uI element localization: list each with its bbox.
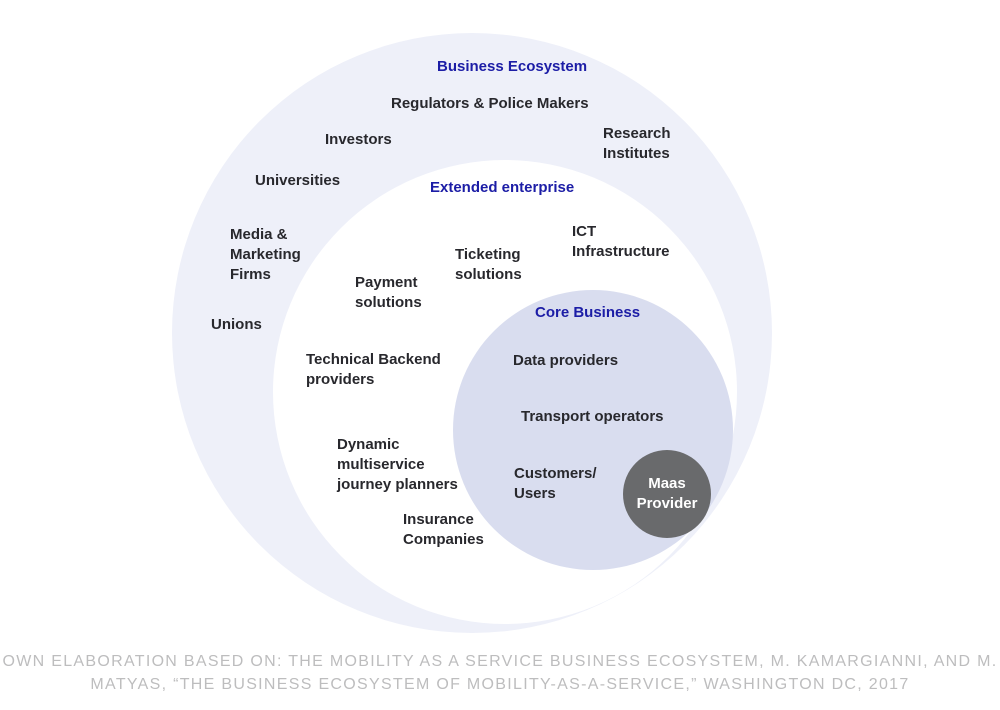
label-regulators-police-makers: Regulators & Police Makers — [391, 95, 589, 112]
label-customers-users: Customers/ Users — [514, 465, 597, 502]
label-investors: Investors — [325, 131, 392, 148]
label-unions: Unions — [211, 316, 262, 333]
label-ticketing-solutions: Ticketing solutions — [455, 246, 522, 283]
source-caption-line1: OWN ELABORATION BASED ON: THE MOBILITY A… — [2, 653, 998, 670]
source-caption-line2: MATYAS, “THE BUSINESS ECOSYSTEM OF MOBIL… — [90, 676, 910, 693]
maas-provider-circle: Maas Provider — [623, 450, 711, 538]
extended-enterprise-title: Extended enterprise — [430, 179, 575, 196]
business-ecosystem-title: Business Ecosystem — [437, 58, 588, 75]
label-universities: Universities — [255, 172, 341, 189]
core-business-title: Core Business — [535, 304, 641, 321]
label-ict-infrastructure: ICT Infrastructure — [572, 223, 670, 260]
maas-provider-label: Maas Provider — [636, 475, 698, 512]
label-media-marketing-firms: Media & Marketing Firms — [230, 226, 301, 283]
label-transport-operators: Transport operators — [521, 408, 664, 425]
source-caption: OWN ELABORATION BASED ON: THE MOBILITY A… — [0, 650, 1000, 696]
label-payment-solutions: Payment solutions — [355, 274, 422, 311]
label-technical-backend-providers: Technical Backend providers — [306, 351, 441, 388]
label-insurance-companies: Insurance Companies — [403, 511, 484, 548]
label-data-providers: Data providers — [513, 352, 619, 369]
label-dynamic-multiservice-journey-planners: Dynamic multiservice journey planners — [337, 436, 458, 493]
label-research-institutes: Research Institutes — [603, 125, 671, 162]
